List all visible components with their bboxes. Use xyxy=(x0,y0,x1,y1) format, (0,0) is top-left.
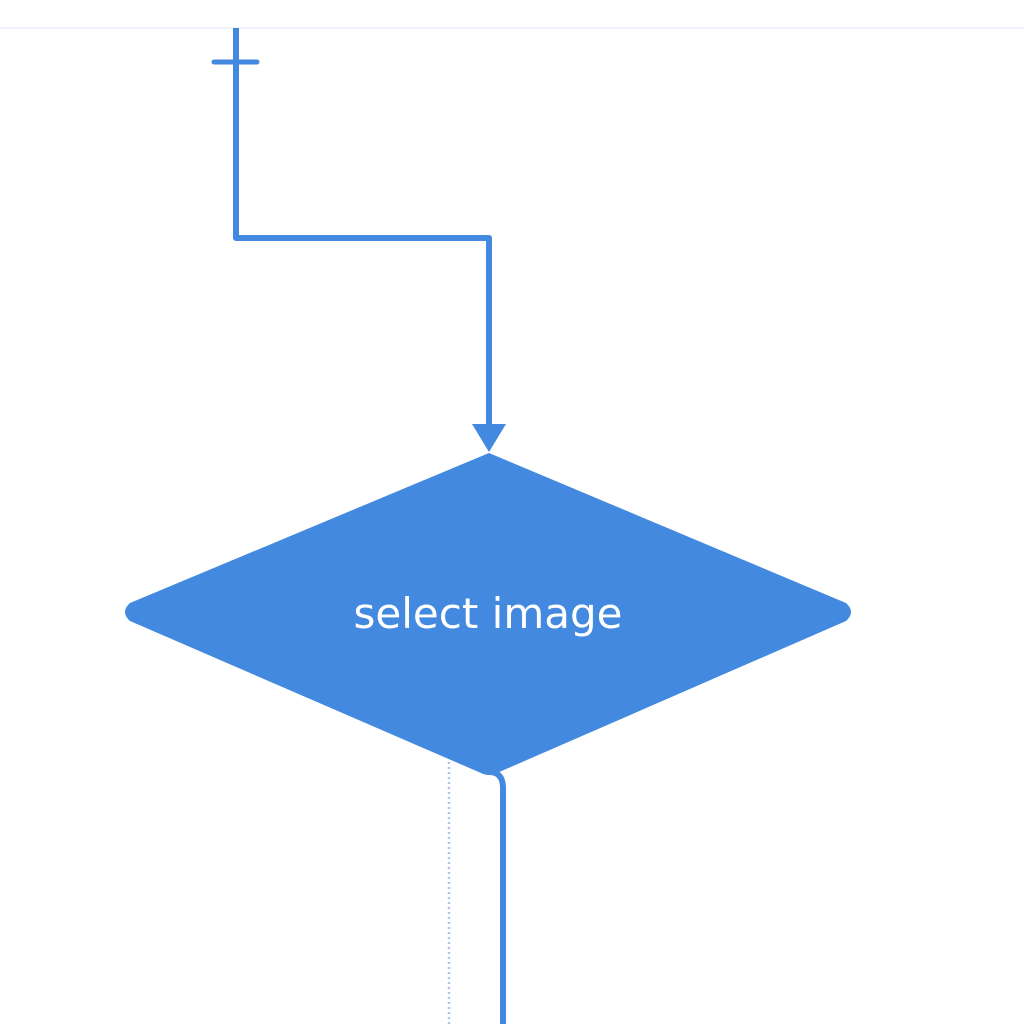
outgoing-solid-path xyxy=(488,769,506,1024)
incoming-connector[interactable] xyxy=(211,28,506,452)
outgoing-connector-solid[interactable] xyxy=(488,769,506,1024)
canvas-divider xyxy=(0,27,1024,29)
decision-label: select image xyxy=(354,589,623,638)
decision-node[interactable]: select image xyxy=(125,453,851,775)
connector-path xyxy=(233,28,492,428)
decision-diamond xyxy=(125,453,851,775)
connector-arrowhead xyxy=(472,424,506,452)
